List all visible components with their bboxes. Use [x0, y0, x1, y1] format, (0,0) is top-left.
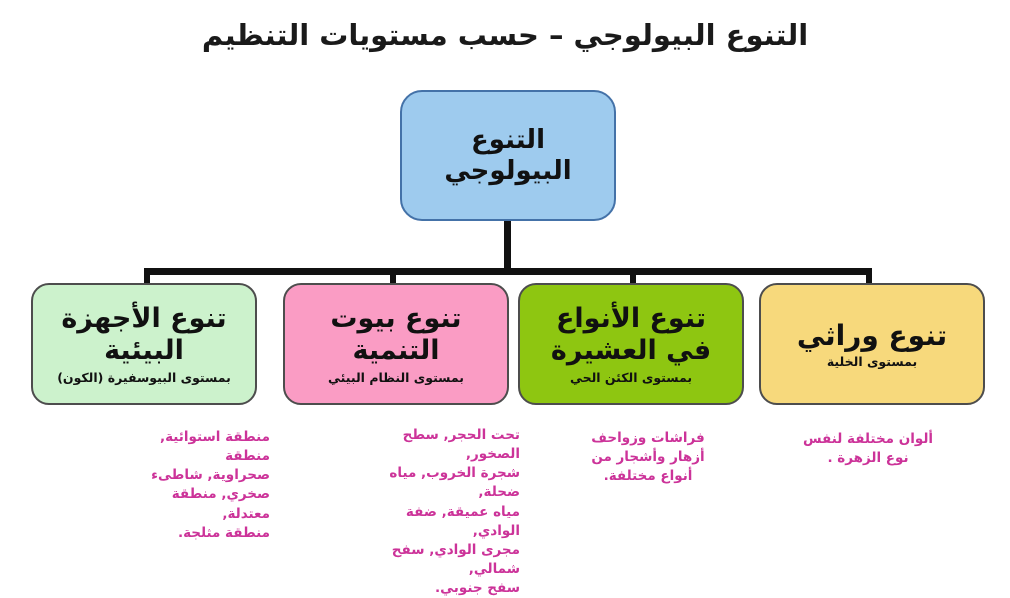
node-ecosystem-title: تنوع الأجهزة البيئية — [61, 302, 227, 366]
node-species-diversity[interactable]: تنوع الأنواع في العشيرة بمستوى الكئن الح… — [518, 283, 744, 405]
connector-drop-habitat — [390, 268, 396, 290]
caption-habitat-examples: تحت الحجر, سطح الصخور, شجرة الخروب, مياه… — [389, 427, 520, 597]
node-root-title: التنوع البيولوجي — [444, 124, 572, 186]
page-title: التنوع البيولوجي – حسب مستويات التنظيم — [201, 18, 809, 52]
node-species-subtitle: بمستوى الكئن الحي — [569, 370, 693, 386]
node-species-title: تنوع الأنواع في العشيرة — [550, 302, 712, 366]
node-genetic-subtitle: بمستوى الخلية — [826, 354, 918, 370]
connector-drop-genetic — [866, 268, 872, 290]
node-habitat-title: تنوع بيوت التنمية — [330, 302, 462, 366]
connector-drop-ecosystem — [144, 268, 150, 290]
node-genetic-title: تنوع وراثي — [796, 318, 948, 352]
caption-species-examples: فراشات وزواحف أزهار وأشجار من أنواع مختل… — [591, 430, 705, 485]
caption-genetic-examples: ألوان مختلفة لنفس نوع الزهرة . — [802, 431, 934, 467]
node-habitat-subtitle: بمستوى النظام البيئي — [328, 370, 464, 386]
node-habitat-diversity[interactable]: تنوع بيوت التنمية بمستوى النظام البيئي — [283, 283, 509, 405]
connector-drop-species — [630, 268, 636, 290]
connector-horizontal-bar — [144, 268, 872, 275]
node-ecosystem-diversity[interactable]: تنوع الأجهزة البيئية بمستوى البيوسفيرة (… — [31, 283, 257, 405]
node-ecosystem-subtitle: بمستوى البيوسفيرة (الكون) — [57, 370, 231, 386]
node-biodiversity-root[interactable]: التنوع البيولوجي — [400, 90, 616, 221]
node-genetic-diversity[interactable]: تنوع وراثي بمستوى الخلية — [759, 283, 985, 405]
caption-ecosystem-examples: منطقة استوائية, منطقة صحراوية, شاطىء صخر… — [151, 429, 270, 541]
connector-root-stem — [504, 219, 511, 274]
diagram-canvas: التنوع البيولوجي – حسب مستويات التنظيم ا… — [31, 18, 985, 596]
